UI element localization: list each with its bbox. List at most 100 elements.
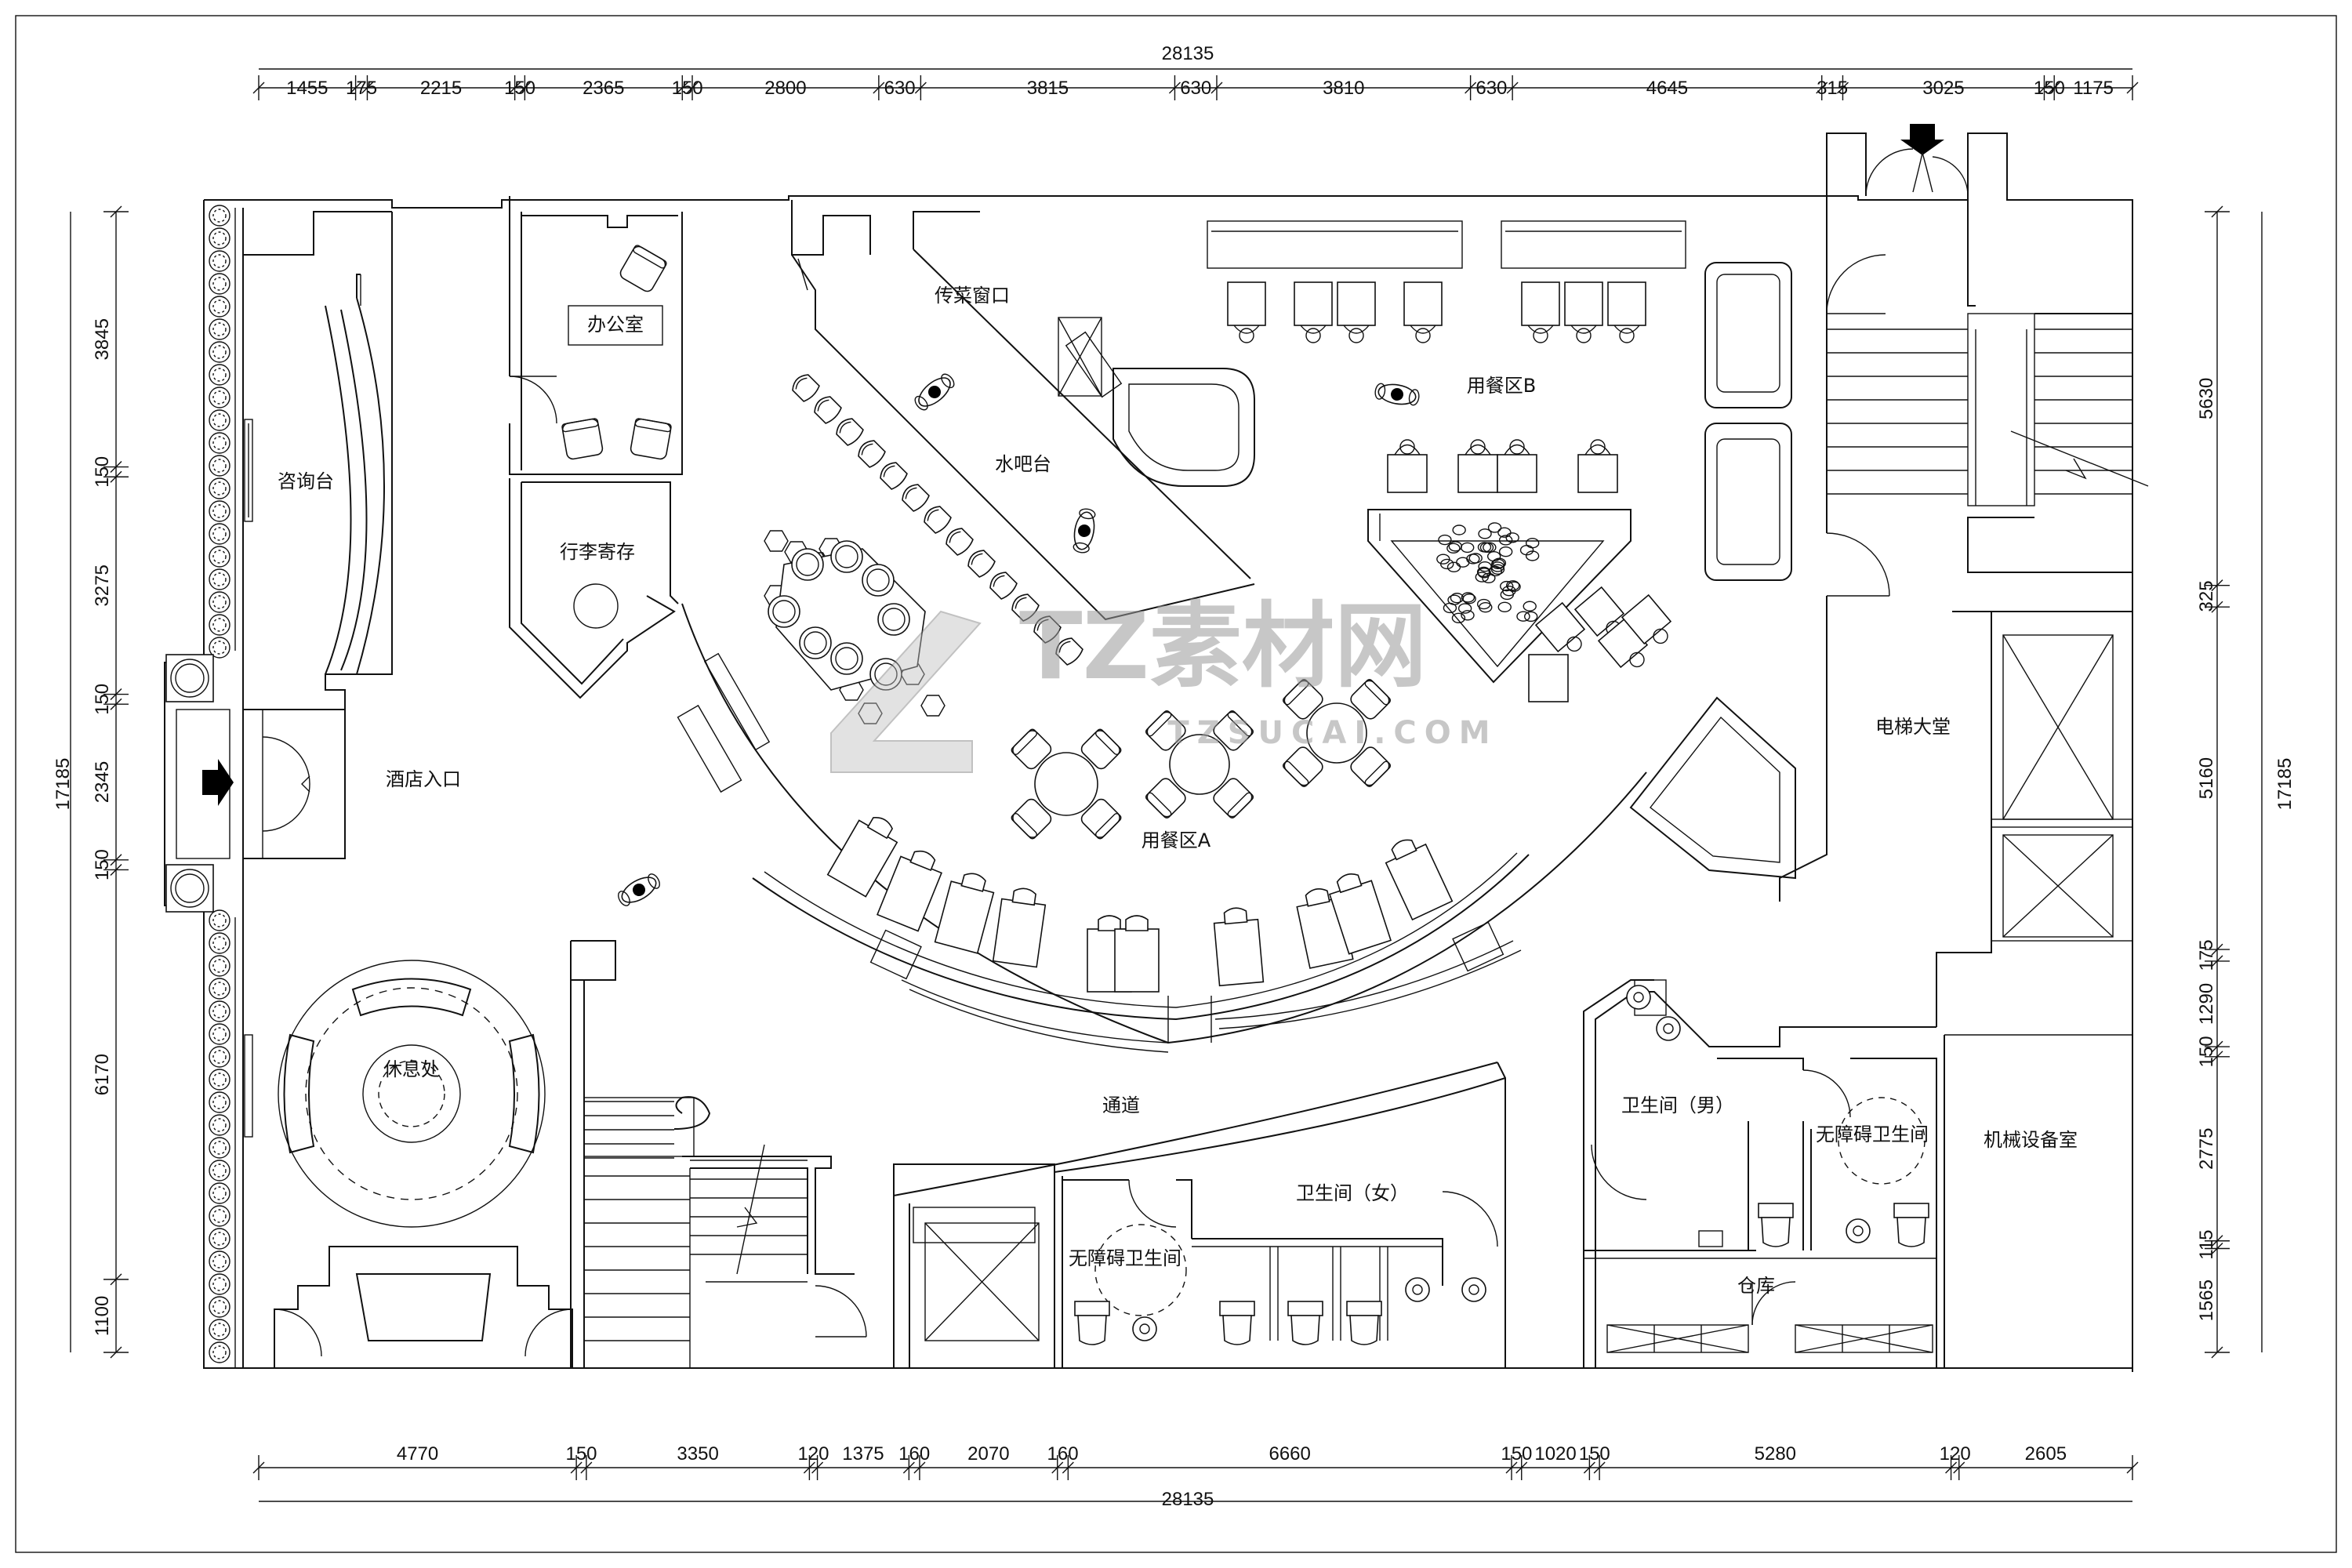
toilet-male-block <box>1583 979 2132 1368</box>
room-dining-a: 用餐区A <box>1142 829 1211 851</box>
dim-top-3: 150 <box>504 78 535 99</box>
dim-bottom-1: 150 <box>565 1443 597 1465</box>
dim-left-0: 3845 <box>92 318 113 360</box>
dim-right-7: 115 <box>2196 1229 2217 1259</box>
dim-bottom-13: 120 <box>1940 1443 1971 1465</box>
dim-top-2: 2215 <box>420 78 462 99</box>
dim-top-16: 1175 <box>2073 78 2114 99</box>
dim-right-8: 1565 <box>2196 1279 2217 1321</box>
entrance-arrow-icon <box>202 759 234 806</box>
luggage-room <box>509 478 679 699</box>
main-stair <box>570 940 867 1368</box>
room-luggage: 行李寄存 <box>560 541 635 563</box>
dimension-top: 28135 1455 175 2215 150 2365 150 2800 630 3815 63… <box>252 43 2139 100</box>
dim-top-12: 4645 <box>1646 78 1688 99</box>
dining-b-seats <box>1227 281 1672 702</box>
dim-left-1: 150 <box>92 456 113 488</box>
dim-top-14: 3025 <box>1922 78 1964 99</box>
office-chairs <box>561 245 672 460</box>
elevator-shafts <box>1936 611 2133 1027</box>
dim-left-7: 1100 <box>92 1296 113 1337</box>
dim-bottom-2: 3350 <box>677 1443 718 1465</box>
dim-left-2: 3275 <box>92 564 113 606</box>
room-bar: 水吧台 <box>995 453 1051 475</box>
dim-top-13: 315 <box>1817 78 1848 99</box>
sheet-frame <box>15 15 2337 1553</box>
dim-total-right: 17185 <box>2274 758 2296 811</box>
dim-left-6: 6170 <box>92 1054 113 1095</box>
right-sofas <box>1629 262 1796 880</box>
planting-strip <box>203 205 236 1368</box>
dim-bottom-8: 6660 <box>1269 1443 1310 1465</box>
planter-foliage <box>1436 522 1540 623</box>
dim-top-6: 2800 <box>764 78 806 99</box>
dim-right-4: 1290 <box>2196 983 2217 1025</box>
dim-bottom-4: 1375 <box>842 1443 884 1465</box>
corridor-wall <box>893 1062 1506 1368</box>
room-accessible-wc-1: 无障碍卫生间 <box>1069 1247 1181 1269</box>
dim-top-7: 630 <box>884 78 916 99</box>
dim-top-9: 630 <box>1180 78 1211 99</box>
dim-bottom-5: 160 <box>898 1443 930 1465</box>
outer-walls <box>164 132 2133 1372</box>
dim-right-6: 2775 <box>2196 1128 2217 1170</box>
dim-top-8: 3815 <box>1027 78 1069 99</box>
toilet-female-block <box>893 1172 1498 1368</box>
dim-right-2: 5160 <box>2196 757 2217 799</box>
watermark-sub: TZSUCAI.COM <box>1167 715 1497 751</box>
round-tables <box>1011 678 1392 840</box>
room-elevator-hall: 电梯大堂 <box>1875 716 1951 738</box>
dim-top-5: 150 <box>672 78 703 99</box>
room-storage: 仓库 <box>1737 1275 1775 1297</box>
dim-total-top: 28135 <box>1162 43 1214 64</box>
dim-right-3: 175 <box>2196 939 2217 971</box>
side-counters <box>677 652 771 793</box>
bar-counter <box>791 200 1255 621</box>
room-entrance: 酒店入口 <box>386 768 461 790</box>
stair-core <box>1779 148 2149 902</box>
entrance-vestibule <box>243 709 346 1138</box>
dim-right-0: 5630 <box>2196 378 2217 419</box>
dim-top-1: 175 <box>346 78 377 99</box>
room-wc-female: 卫生间（女） <box>1296 1182 1409 1204</box>
people-figures <box>618 373 1420 906</box>
dim-bottom-14: 2605 <box>2025 1443 2067 1465</box>
dim-bottom-6: 2070 <box>967 1443 1009 1465</box>
hexagon-tables <box>764 530 946 724</box>
dim-bottom-10: 1020 <box>1534 1443 1576 1465</box>
watermark: TZ素材网 TZSUCAI.COM <box>830 592 1497 773</box>
dim-bottom-3: 120 <box>797 1443 829 1465</box>
watermark-main: TZ素材网 <box>1019 592 1427 700</box>
dim-top-10: 3810 <box>1323 78 1364 99</box>
dim-top-4: 2365 <box>583 78 624 99</box>
bottom-left-niche <box>274 1246 573 1368</box>
dim-left-3: 150 <box>92 684 113 715</box>
room-lounge: 休息处 <box>383 1058 440 1080</box>
dim-bottom-0: 4770 <box>397 1443 438 1465</box>
dim-bottom-7: 160 <box>1047 1443 1079 1465</box>
entrance-columns <box>165 654 230 913</box>
dim-right-1: 325 <box>2196 580 2217 612</box>
dim-top-11: 630 <box>1475 78 1507 99</box>
toilet-fixtures-female <box>1074 1277 1486 1345</box>
consultation-desk <box>243 211 393 710</box>
room-corridor: 通道 <box>1102 1094 1140 1116</box>
dim-total-left: 17185 <box>53 758 74 811</box>
room-office: 办公室 <box>587 314 644 336</box>
dim-top-15: 150 <box>2034 78 2065 99</box>
dining-a-booths <box>681 603 1647 1053</box>
booth-seats <box>826 817 1454 993</box>
dim-left-5: 150 <box>92 849 113 880</box>
dim-left-4: 2345 <box>92 761 113 803</box>
room-accessible-wc-2: 无障碍卫生间 <box>1816 1123 1929 1145</box>
dim-total-bottom: 28135 <box>1162 1489 1214 1510</box>
dim-bottom-11: 150 <box>1579 1443 1610 1465</box>
room-consult: 咨询台 <box>278 470 334 492</box>
service-entrance-arrow-icon <box>1900 124 1944 155</box>
room-dining-b: 用餐区B <box>1467 375 1536 397</box>
dim-top-0: 1455 <box>286 78 328 99</box>
room-pass-window: 传菜窗口 <box>935 285 1010 307</box>
office-block <box>509 196 683 475</box>
